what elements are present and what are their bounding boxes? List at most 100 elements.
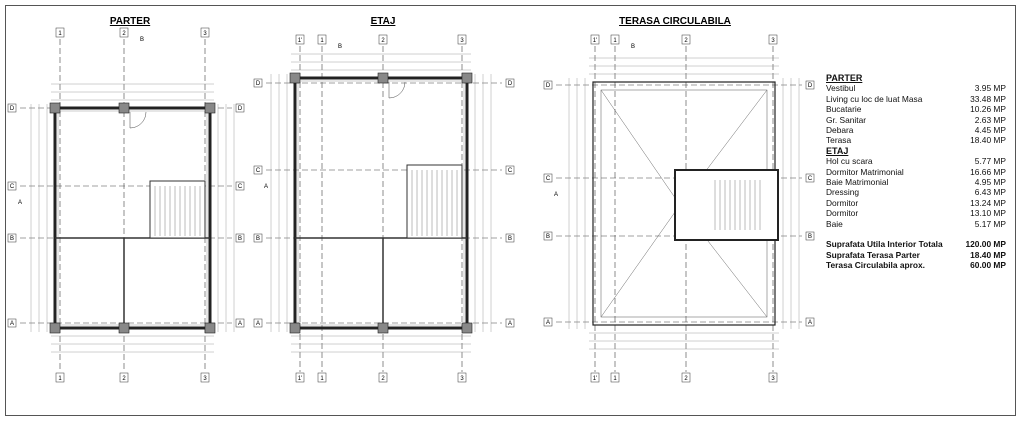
grid-axis-label: 2 — [381, 376, 385, 382]
grid-axis-marker — [505, 318, 515, 328]
grid-axis-marker — [235, 233, 245, 243]
legend-section-etaj: ETAJ — [826, 145, 849, 156]
room-name: Terasa Circulabila aprox. — [826, 259, 925, 270]
room-name: Suprafata Terasa Parter — [826, 249, 920, 260]
grid-axis-marker — [457, 372, 467, 383]
grid-axis-marker — [805, 80, 815, 90]
section-marker: B — [631, 44, 635, 50]
room-name: Living cu loc de luat Masa — [826, 93, 923, 104]
room-area: 4.45 MP — [974, 125, 1006, 136]
room-area: 13.24 MP — [970, 197, 1006, 208]
grid-axis-marker — [543, 80, 553, 90]
grid-axis-label: 3 — [203, 31, 207, 37]
plan-title: PARTER — [110, 16, 151, 27]
grid-axis-label: A — [508, 321, 512, 327]
legend-row: Dressing 6.43 MP — [826, 187, 1006, 197]
grid-axis-label: B — [238, 236, 242, 242]
room-area: 6.43 MP — [974, 187, 1006, 198]
grid-axis-label: 1 — [613, 376, 617, 382]
grid-axis-marker — [200, 27, 210, 38]
grid-axis-marker — [235, 103, 245, 113]
grid-axis-label: 1 — [613, 38, 617, 44]
grid-axis-marker — [253, 78, 263, 88]
room-area: 2.63 MP — [974, 114, 1006, 125]
room-area: 18.40 MP — [970, 135, 1006, 146]
grid-axis-label: D — [256, 81, 261, 87]
room-name: Gr. Sanitar — [826, 114, 867, 125]
grid-axis-label: 1' — [298, 38, 302, 44]
room-area: 5.77 MP — [974, 156, 1006, 167]
column — [118, 322, 130, 334]
grid-axis-label: C — [238, 184, 243, 190]
column — [49, 102, 61, 114]
drawing-frame — [5, 5, 1016, 416]
legend-row: Terasa Circulabila aprox. 60.00 MP — [826, 260, 1006, 270]
grid-axis-marker — [590, 34, 600, 45]
legend-row: Terasa 18.40 MP — [826, 135, 1006, 145]
room-area: 16.66 MP — [970, 166, 1006, 177]
grid-axis-label: C — [256, 168, 261, 174]
roof-slope-line — [600, 89, 681, 206]
grid-axis-marker — [235, 181, 245, 191]
grid-axis-marker — [681, 372, 691, 383]
roof-slope-line — [600, 204, 681, 318]
grid-axis-label: 3 — [460, 376, 464, 382]
room-name: Terasa — [826, 135, 852, 146]
room-area: 5.17 MP — [974, 218, 1006, 229]
grid-axis-label: 1 — [320, 376, 324, 382]
grid-axis-marker — [378, 372, 388, 383]
room-name: Dressing — [826, 187, 860, 198]
grid-axis-marker — [7, 318, 17, 328]
room-area: 10.26 MP — [970, 104, 1006, 115]
column — [461, 72, 473, 84]
grid-axis-marker — [7, 181, 17, 191]
grid-axis-marker — [253, 233, 263, 243]
section-marker: A — [18, 200, 22, 206]
grid-axis-marker — [505, 165, 515, 175]
grid-axis-marker — [253, 318, 263, 328]
grid-axis-label: 2 — [122, 376, 126, 382]
grid-axis-marker — [505, 78, 515, 88]
room-area: 33.48 MP — [970, 93, 1006, 104]
grid-axis-label: 3 — [771, 38, 775, 44]
grid-axis-marker — [317, 34, 327, 45]
grid-axis-marker — [119, 27, 129, 38]
room-name: Bucatarie — [826, 104, 862, 115]
grid-axis-label: D — [238, 106, 243, 112]
room-name: Hol cu scara — [826, 156, 873, 167]
interior-wall-line — [57, 110, 208, 326]
grid-axis-marker — [253, 165, 263, 175]
grid-axis-marker — [55, 372, 65, 383]
column — [461, 322, 473, 334]
grid-axis-marker — [7, 233, 17, 243]
grid-axis-label: 1 — [58, 31, 62, 37]
room-area: 13.10 MP — [970, 208, 1006, 219]
grid-axis-label: 1 — [320, 38, 324, 44]
door-swing — [388, 81, 406, 99]
room-area: 60.00 MP — [970, 259, 1006, 270]
grid-axis-label: D — [546, 83, 551, 89]
grid-axis-label: C — [10, 184, 15, 190]
grid-axis-label: D — [808, 83, 813, 89]
grid-axis-marker — [543, 173, 553, 183]
grid-axis-marker — [805, 173, 815, 183]
grid-axis-marker — [119, 372, 129, 383]
grid-axis-label: A — [256, 321, 260, 327]
room-area: 18.40 MP — [970, 249, 1006, 260]
legend-section-parter: PARTER — [826, 73, 863, 83]
legend-row: Hol cu scara 5.77 MP — [826, 156, 1006, 166]
section-marker: A — [264, 184, 268, 190]
grid-axis-label: B — [808, 234, 812, 240]
door-swing — [129, 111, 147, 129]
grid-axis-marker — [200, 372, 210, 383]
grid-axis-marker — [543, 317, 553, 327]
grid-axis-marker — [805, 231, 815, 241]
